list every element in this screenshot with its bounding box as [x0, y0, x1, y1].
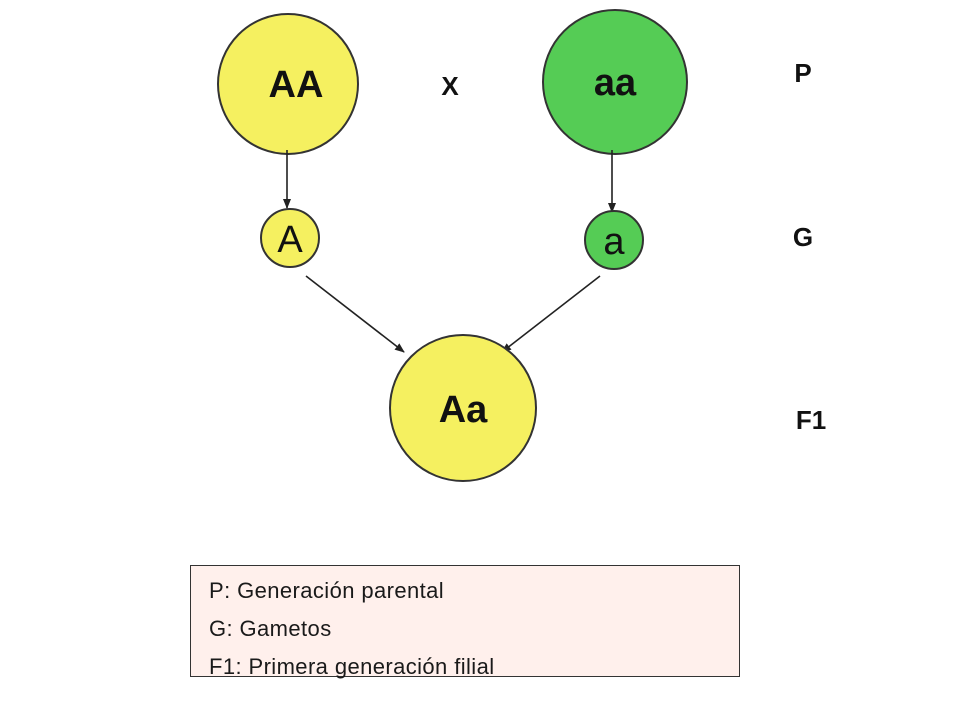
f1-circle [389, 334, 537, 482]
gamete-dominant-label: A [277, 219, 303, 261]
row-label-p: P [794, 58, 811, 88]
legend-item-p: P: Generación parental [209, 578, 445, 603]
parent-dominant-label: AA [269, 64, 324, 106]
parent-recessive-label: aa [594, 62, 637, 104]
row-label-g: G [793, 222, 813, 252]
parent-dominant-node: AA [217, 13, 359, 155]
arrow-gamete-recessive-to-f1 [501, 275, 601, 353]
legend-item-f1: F1: Primera generación filial [209, 654, 495, 679]
gamete-recessive-label: a [603, 221, 625, 263]
gamete-recessive-circle [584, 210, 644, 270]
f1-label: Aa [439, 389, 488, 431]
arrow-gamete-dominant-to-f1 [305, 275, 405, 353]
gamete-recessive-node: a [584, 210, 644, 270]
gamete-dominant-circle [260, 208, 320, 268]
parent-recessive-node: aa [542, 9, 688, 155]
parent-dominant-circle [217, 13, 359, 155]
f1-node: Aa [389, 334, 537, 482]
row-label-f1: F1 [796, 405, 826, 435]
legend-box: P: Generación parental G: Gametos F1: Pr… [190, 565, 740, 679]
parent-recessive-circle [542, 9, 688, 155]
cross-symbol: X [441, 71, 459, 101]
gamete-dominant-node: A [260, 208, 320, 268]
legend-item-g: G: Gametos [209, 616, 332, 641]
